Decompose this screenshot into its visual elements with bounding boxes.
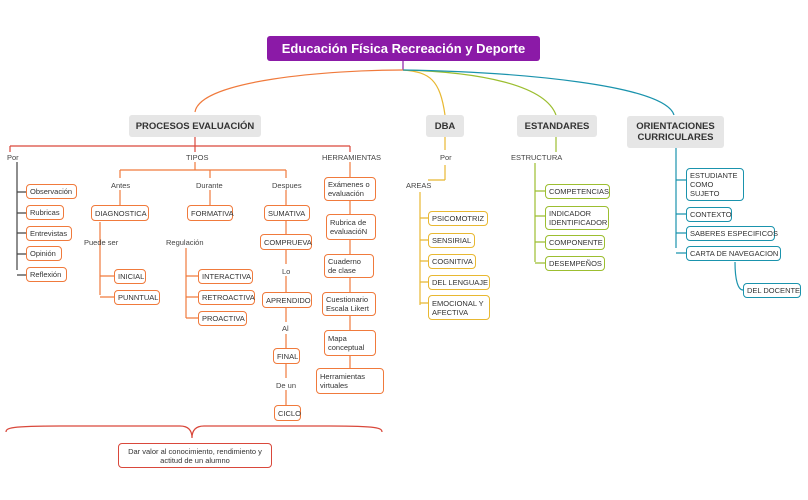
retroactiva-node[interactable]: RETROACTIVA xyxy=(198,290,255,305)
herramientas-label: HERRAMIENTAS xyxy=(322,153,382,162)
indicador-identificador-node[interactable]: INDICADOR IDENTIFICADOR xyxy=(545,206,609,230)
ciclo-node[interactable]: CICLO xyxy=(274,405,301,421)
dba-por-label: Por xyxy=(440,153,452,162)
componente-node[interactable]: COMPONENTE xyxy=(545,235,605,250)
formativa-node[interactable]: FORMATIVA xyxy=(187,205,234,221)
punntual-node[interactable]: PUNNTUAL xyxy=(114,290,160,305)
rubrica-evaluacion-node[interactable]: Rubrica de evaluacióN xyxy=(326,214,376,240)
root-node[interactable]: Educación Física Recreación y Deporte xyxy=(267,36,540,61)
sumativa-node[interactable]: SUMATIVA xyxy=(264,205,310,221)
estudiante-sujeto-node[interactable]: ESTUDIANTE COMO SUJETO xyxy=(686,168,744,201)
competencias-node[interactable]: COMPETENCIAS xyxy=(545,184,610,199)
desempenos-node[interactable]: DESEMPEÑOS xyxy=(545,256,605,271)
por-label: Por xyxy=(7,153,19,162)
entrevistas-node[interactable]: Entrevistas xyxy=(26,226,72,241)
observacion-node[interactable]: Observación xyxy=(26,184,77,199)
interactiva-node[interactable]: INTERACTIVA xyxy=(198,269,253,284)
opinion-node[interactable]: Opinión xyxy=(26,246,62,261)
herramientas-virtuales-node[interactable]: Herramientas virtuales xyxy=(316,368,384,394)
diagnostica-node[interactable]: DIAGNOSTICA xyxy=(91,205,149,221)
inicial-node[interactable]: INICIAL xyxy=(114,269,146,284)
del-lenguaje-node[interactable]: DEL LENGUAJE xyxy=(428,275,490,290)
cuestionario-likert-node[interactable]: Cuestionario Escala Likert xyxy=(322,292,376,316)
de-un-label: De un xyxy=(276,381,297,390)
summary-node[interactable]: Dar valor al conocimiento, rendimiento y… xyxy=(118,443,272,468)
proactiva-node[interactable]: PROACTIVA xyxy=(198,311,247,326)
antes-label: Antes xyxy=(111,181,131,190)
durante-label: Durante xyxy=(196,181,223,190)
lo-label: Lo xyxy=(282,267,291,276)
saberes-especificos-node[interactable]: SABERES ESPECIFICOS xyxy=(686,226,778,241)
dba-node[interactable]: DBA xyxy=(426,115,464,137)
carta-navegacion-node[interactable]: CARTA DE NAVEGACION xyxy=(686,246,781,261)
emocional-afectiva-node[interactable]: EMOCIONAL Y AFECTIVA xyxy=(428,295,490,320)
contexto-node[interactable]: CONTEXTO xyxy=(686,207,732,222)
aprendido-node[interactable]: APRENDIDO xyxy=(262,292,312,308)
del-docente-node[interactable]: DEL DOCENTE xyxy=(743,283,801,298)
mapa-conceptual-node[interactable]: Mapa conceptual xyxy=(324,330,376,356)
areas-label: AREAS xyxy=(406,181,432,190)
regulacion-label: Regulación xyxy=(166,238,204,247)
rubricas-node[interactable]: Rubricas xyxy=(26,205,64,220)
cognitiva-node[interactable]: COGNITIVA xyxy=(428,254,476,269)
estandares-node[interactable]: ESTANDARES xyxy=(517,115,597,137)
sensirial-node[interactable]: SENSIRIAL xyxy=(428,233,475,248)
final-node[interactable]: FINAL xyxy=(273,348,300,364)
psicomotriz-node[interactable]: PSICOMOTRIZ xyxy=(428,211,488,226)
comprueva-node[interactable]: COMPRUEVA xyxy=(260,234,312,250)
al-label: Al xyxy=(282,324,289,333)
examenes-node[interactable]: Exámenes o evaluación xyxy=(324,177,376,201)
procesos-evaluacion-node[interactable]: PROCESOS EVALUACIÓN xyxy=(129,115,261,137)
tipos-label: TIPOS xyxy=(186,153,209,162)
despues-label: Despues xyxy=(272,181,302,190)
puede-ser-label: Puede ser xyxy=(84,238,119,247)
cuaderno-clase-node[interactable]: Cuaderno de clase xyxy=(324,254,374,278)
estructura-label: ESTRUCTURA xyxy=(511,153,563,162)
orientaciones-curriculares-node[interactable]: ORIENTACIONES CURRICULARES xyxy=(627,116,724,148)
reflexion-node[interactable]: Reflexión xyxy=(26,267,67,282)
